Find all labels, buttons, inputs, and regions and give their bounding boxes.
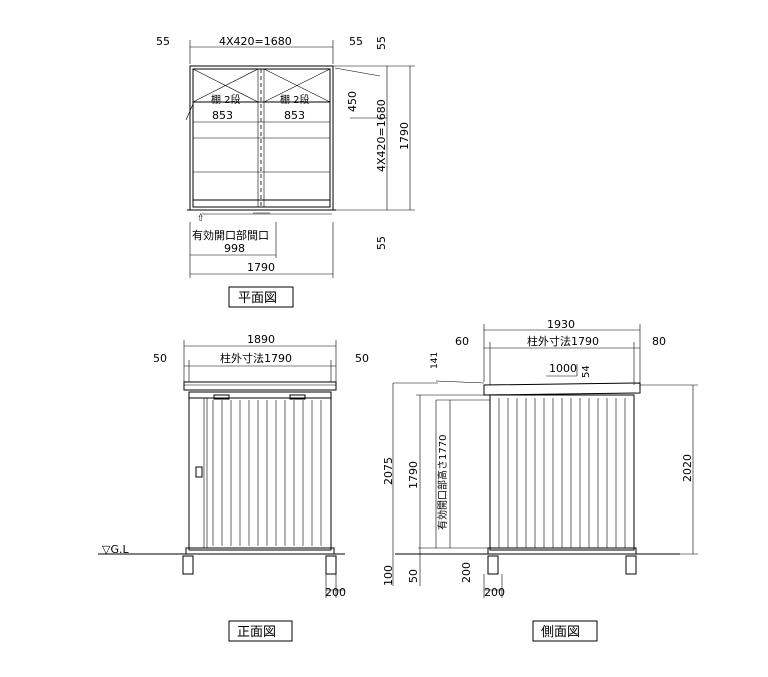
front-ground-label: ▽G.L xyxy=(102,543,129,556)
plan-shelf-left-label: 棚 2段 xyxy=(211,93,241,106)
front-dim-foot: 200 xyxy=(325,586,346,599)
door-handle-icon xyxy=(195,466,203,478)
side-view: 1930 60 柱外寸法1790 80 141 1000 54 xyxy=(382,318,698,642)
door-arrow-icon: ⇧ xyxy=(197,214,205,224)
side-dim-rear-height: 2020 xyxy=(681,454,694,482)
plan-dim-right-margin: 55 xyxy=(349,35,363,48)
plan-dim-top-right: 55 xyxy=(375,36,388,50)
plan-shelf-right-width: 853 xyxy=(284,109,305,122)
plan-opening-width: 998 xyxy=(224,242,245,255)
side-dim-roof-rise: 141 xyxy=(430,352,440,369)
side-opening-height-label: 有効開口部高さ1770 xyxy=(436,435,449,530)
plan-opening-label: 有効開口部間口 xyxy=(192,228,269,242)
side-dim-column: 柱外寸法1790 xyxy=(527,334,599,348)
front-dim-left-eave: 50 xyxy=(153,352,167,365)
plan-dim-left-margin: 55 xyxy=(156,35,170,48)
side-dim-front-eave: 60 xyxy=(455,335,469,348)
front-dim-column: 柱外寸法1790 xyxy=(220,351,292,365)
front-caption: 正面図 xyxy=(237,625,276,640)
side-dim-base: 50 xyxy=(407,569,420,583)
side-dim-wall-height: 1790 xyxy=(407,461,420,489)
side-dim-total-height: 2075 xyxy=(382,457,395,485)
side-dim-rear-eave: 80 xyxy=(652,335,666,348)
plan-dim-depth-module: 4X420=1680 xyxy=(375,99,388,172)
side-dim-foot-b: 200 xyxy=(484,586,505,599)
side-slope-rise: 54 xyxy=(581,365,592,378)
side-caption: 側面図 xyxy=(541,625,580,640)
front-view: 1890 50 柱外寸法1790 50 xyxy=(98,333,369,642)
plan-dim-bottom-right: 55 xyxy=(375,236,388,250)
plan-view: 55 4X420=1680 55 55 450 4X420=1680 1790 … xyxy=(156,35,415,308)
front-wall-panels xyxy=(212,400,322,546)
plan-dim-module: 4X420=1680 xyxy=(219,35,292,48)
plan-shelf-right-label: 棚 2段 xyxy=(280,93,310,106)
front-dim-overall: 1890 xyxy=(247,333,275,346)
side-wall-panels xyxy=(498,398,626,548)
plan-shelf-left-width: 853 xyxy=(212,109,233,122)
plan-dim-total-depth: 1790 xyxy=(398,122,411,150)
side-dim-foot-a: 200 xyxy=(460,562,473,583)
side-slope-run: 1000 xyxy=(549,362,577,375)
side-dim-overall: 1930 xyxy=(547,318,575,331)
plan-caption: 平面図 xyxy=(238,291,277,306)
side-dim-foundation: 100 xyxy=(382,565,395,586)
plan-dim-shelf-depth: 450 xyxy=(346,91,359,112)
front-dim-right-eave: 50 xyxy=(355,352,369,365)
plan-total-width: 1790 xyxy=(247,261,275,274)
